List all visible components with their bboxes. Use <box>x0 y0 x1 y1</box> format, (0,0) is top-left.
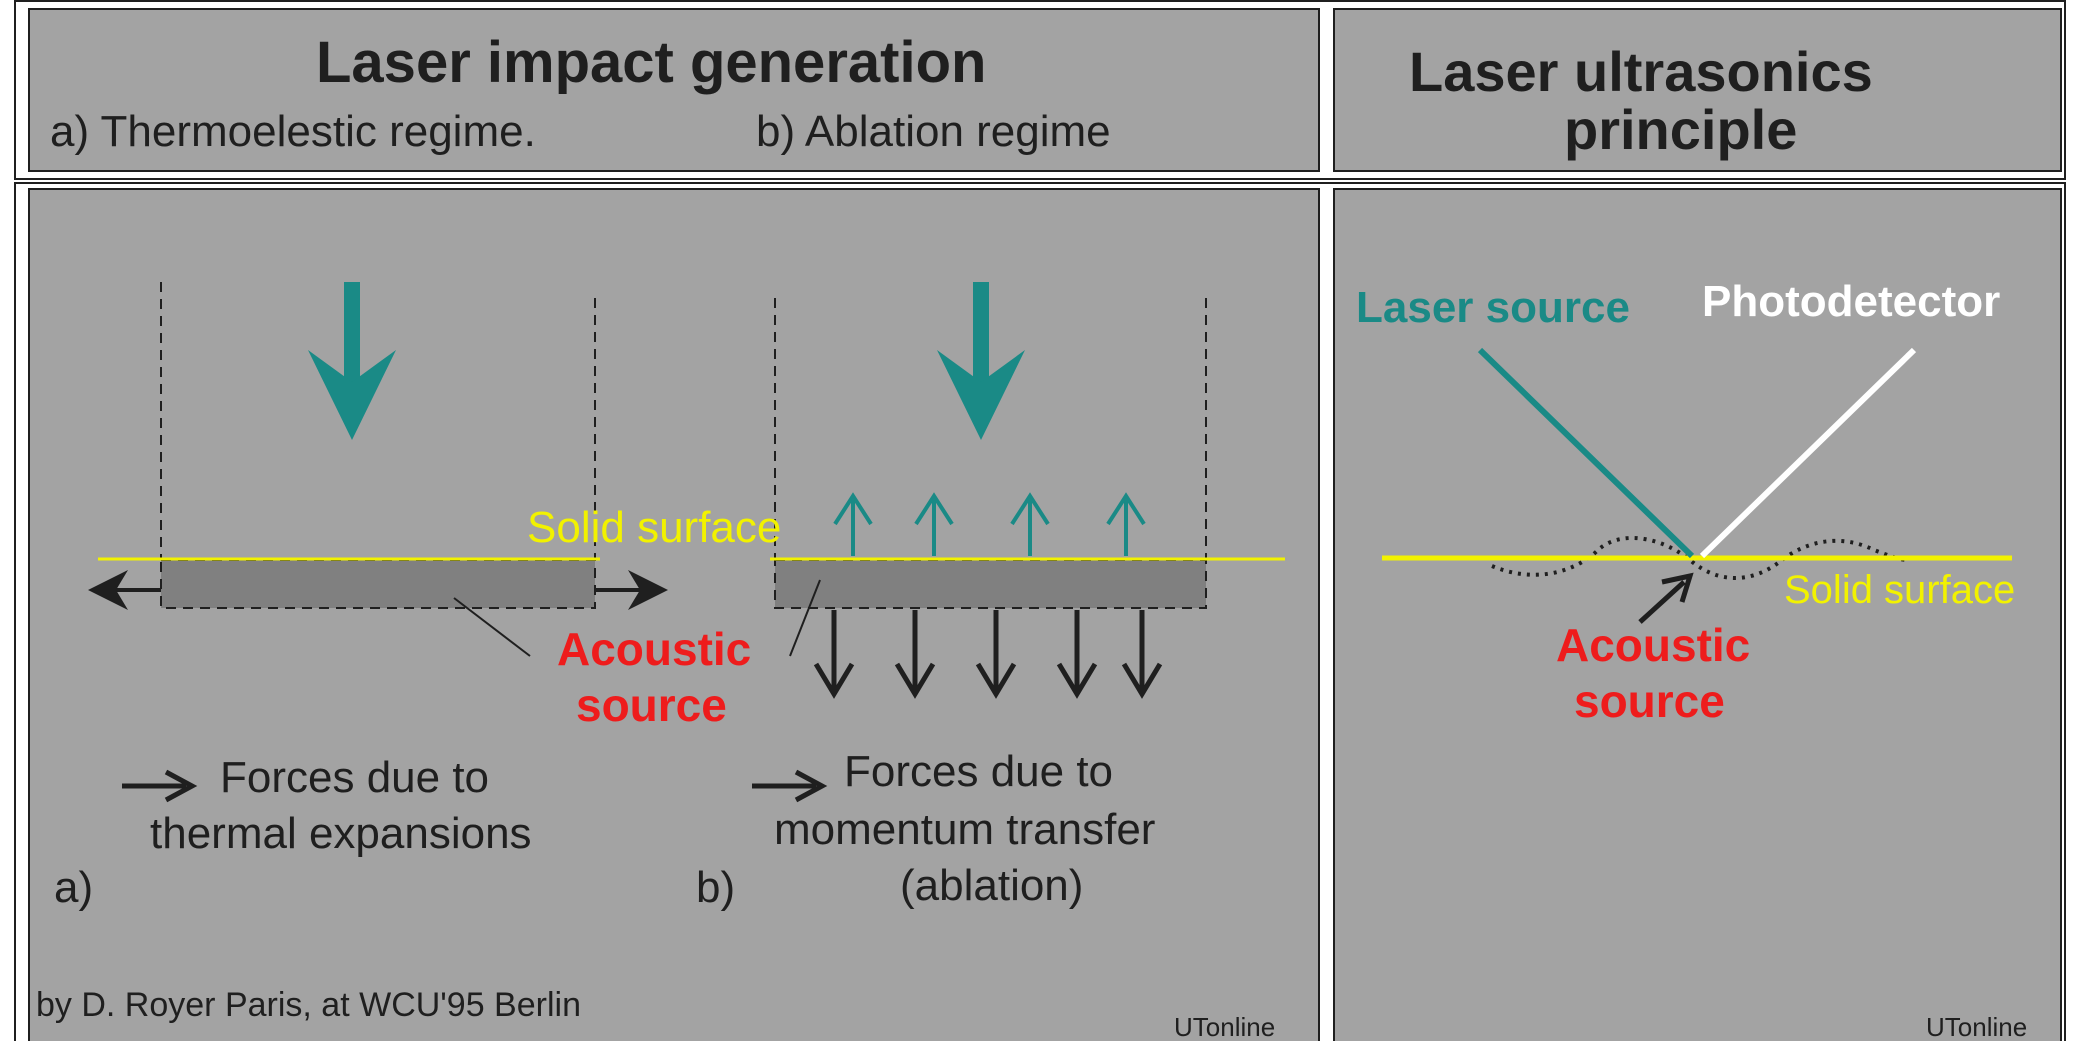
forces-b-line2: momentum transfer <box>774 805 1156 854</box>
legend-arrow-b <box>752 769 828 803</box>
header-right-panel <box>1333 8 2062 172</box>
solid-surface-label-left: Solid surface <box>527 503 782 552</box>
acoustic-leader-a <box>453 597 531 657</box>
laser-source-label: Laser source <box>1356 283 1630 332</box>
heated-zone-a <box>160 559 596 609</box>
acoustic-source-label-left-1: Acoustic <box>557 623 752 675</box>
forces-a-line2: thermal expansions <box>150 809 532 858</box>
credit-text: by D. Royer Paris, at WCU'95 Berlin <box>36 986 581 1024</box>
principle-diagram <box>1382 347 2012 624</box>
right-panel <box>1333 188 2062 1041</box>
regime-b-label: b) Ablation regime <box>756 107 1111 156</box>
left-panel <box>28 188 1320 1041</box>
forces-a-line1: Forces due to <box>220 753 490 802</box>
thermoelastic-diagram <box>88 282 668 657</box>
acoustic-source-label-right-2: source <box>1574 675 1725 727</box>
principle-title-line1: Laser ultrasonics <box>1409 40 1873 103</box>
photodetector-label: Photodetector <box>1702 277 2001 326</box>
solid-surface-label-right: Solid surface <box>1784 568 2016 612</box>
reflected-beam <box>1699 347 1917 559</box>
marker-a: a) <box>54 863 94 912</box>
outer-frame-top <box>14 0 2066 180</box>
acoustic-wave <box>1491 536 1909 580</box>
acoustic-leader-b <box>789 579 821 657</box>
ablation-zone <box>774 559 1207 609</box>
laser-beam <box>1477 347 1695 559</box>
header-title: Laser impact generation <box>316 30 987 95</box>
watermark-left: UTonline <box>1174 1012 1276 1042</box>
ejection-arrows <box>833 492 1146 556</box>
acoustic-source-label-left-2: source <box>576 679 727 731</box>
ablation-diagram <box>770 282 1285 699</box>
outer-frame-bottom <box>14 182 2066 1041</box>
laser-arrow-a <box>308 282 396 440</box>
forces-b-line3: (ablation) <box>900 861 1084 910</box>
acoustic-source-label-right-1: Acoustic <box>1556 619 1751 671</box>
legend-arrow-a <box>122 769 198 803</box>
regime-a-label: a) Thermoelestic regime. <box>50 107 536 156</box>
momentum-arrows <box>813 610 1163 699</box>
forces-b-line1: Forces due to <box>844 747 1114 796</box>
principle-title-line2: principle <box>1564 98 1798 161</box>
marker-b: b) <box>696 863 736 912</box>
acoustic-source-arrow <box>1638 572 1694 624</box>
laser-arrow-b <box>937 282 1025 440</box>
header-left-panel <box>28 8 1320 172</box>
watermark-right: UTonline <box>1926 1012 2028 1042</box>
